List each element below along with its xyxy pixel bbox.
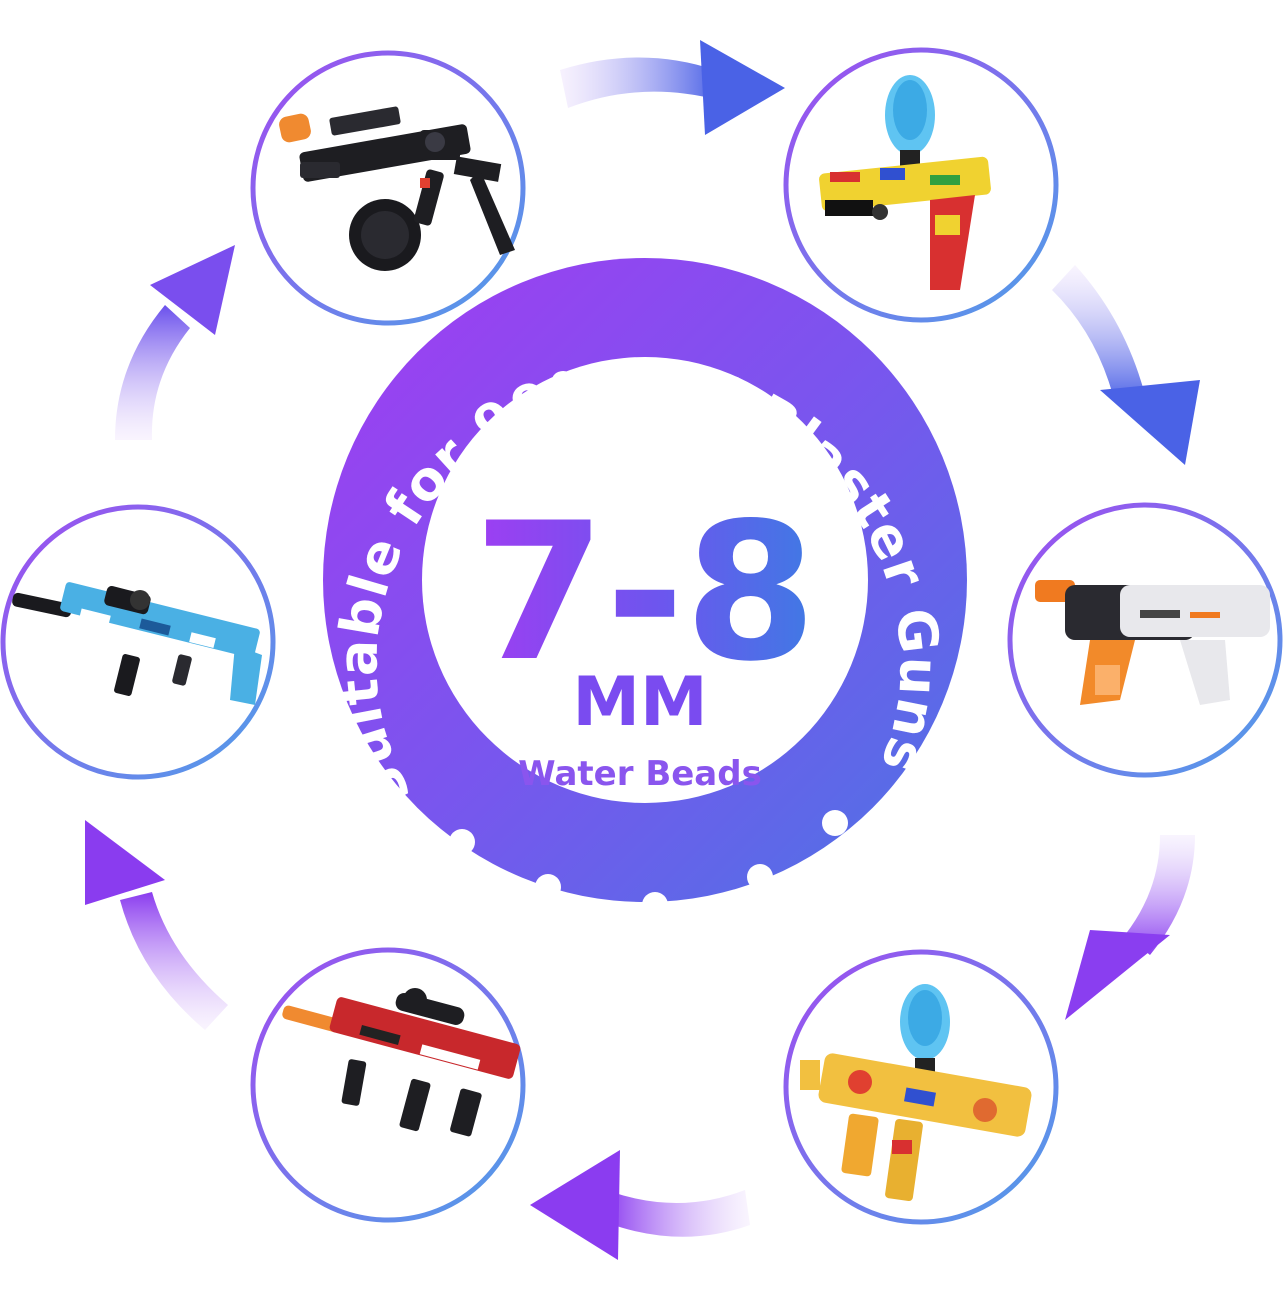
blue-camo-rifle-with-silencer-icon xyxy=(12,582,262,705)
graffiti-pistol-with-gel-hopper-icon xyxy=(819,75,991,290)
graffiti-smg-with-gel-hopper-icon xyxy=(800,984,1032,1202)
blaster-circle-mid-right xyxy=(1007,502,1283,778)
arrow-left-upper-icon xyxy=(115,245,235,440)
arrow-bottom-icon xyxy=(530,1150,750,1260)
blaster-circle-mid-left xyxy=(0,504,276,780)
red-rifle-with-scope-icon xyxy=(282,988,521,1137)
center-badge: Suitable for 99% Gel Blaster Guns 7-8 MM… xyxy=(323,258,967,918)
arrow-right-lower-icon xyxy=(1065,835,1195,1020)
blaster-circle-bottom-right xyxy=(783,949,1059,1225)
arrow-top-icon xyxy=(560,40,785,135)
cycle-arrows xyxy=(85,40,1200,1260)
blaster-circle-bottom-left xyxy=(250,947,526,1223)
blaster-circle-top-right xyxy=(783,47,1059,323)
size-unit: MM xyxy=(572,663,707,742)
arrow-right-upper-icon xyxy=(1052,265,1200,465)
ring-dots xyxy=(449,810,848,918)
white-orange-blaster-icon xyxy=(1035,580,1270,705)
blaster-circle-top-left xyxy=(250,50,526,326)
product-label: Water Beads xyxy=(518,754,762,794)
arrow-left-lower-icon xyxy=(85,820,228,1030)
black-drum-mag-blaster-icon xyxy=(279,106,515,271)
size-range: 7-8 xyxy=(473,482,816,703)
